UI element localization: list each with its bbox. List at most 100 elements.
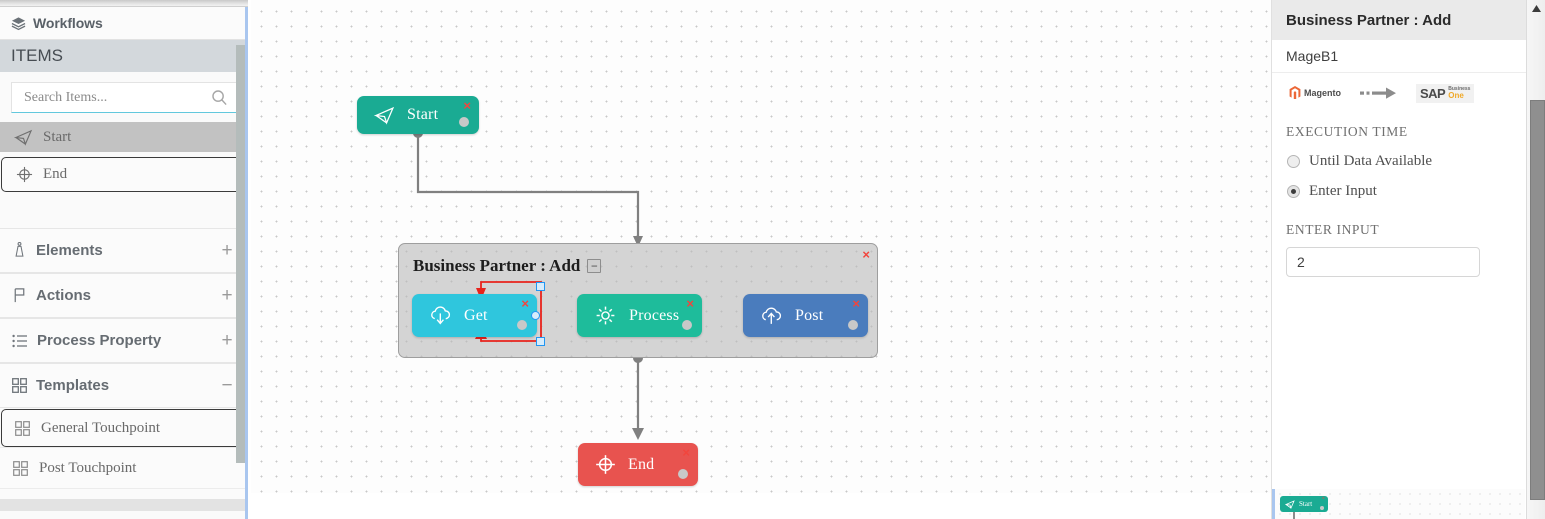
node-process-port[interactable] (682, 320, 692, 330)
page-scrollbar-thumb[interactable] (1530, 100, 1545, 500)
node-process-label: Process (629, 306, 680, 324)
sidebar-section-actions-label: Actions (36, 287, 92, 304)
properties-title: Business Partner : Add (1286, 11, 1452, 29)
start-arrow-icon (1285, 499, 1295, 509)
node-start-port[interactable] (459, 117, 469, 127)
radio-enter-input-label: Enter Input (1309, 183, 1377, 199)
sidebar-section-process-property[interactable]: Process Property + (0, 318, 248, 363)
mini-node-close-icon[interactable]: × (1321, 496, 1325, 502)
sidebar-scrollbar-thumb[interactable] (236, 45, 245, 463)
target-crosshair-icon (595, 454, 616, 475)
sidebar-section-templates[interactable]: Templates − (0, 363, 248, 408)
node-get-port[interactable] (517, 320, 527, 330)
node-end-label: End (628, 455, 655, 473)
sidebar-section-actions[interactable]: Actions + (0, 273, 248, 318)
search-icon[interactable] (211, 89, 228, 111)
search-input[interactable] (12, 83, 187, 112)
radio-until-data-available-input[interactable] (1287, 155, 1300, 168)
integration-logos: Magento SAP Business One (1272, 73, 1526, 113)
sap-business-one-logo: SAP Business One (1416, 83, 1475, 103)
cloud-upload-icon (760, 305, 783, 326)
page-vertical-scrollbar[interactable] (1526, 0, 1545, 519)
node-get-close-icon[interactable]: × (521, 296, 529, 311)
start-arrow-icon (14, 129, 33, 146)
selection-handle-top[interactable] (536, 282, 545, 291)
canvas-bottom-strip (251, 493, 1271, 519)
node-post-close-icon[interactable]: × (852, 296, 860, 311)
scroll-up-arrow-icon[interactable] (1527, 0, 1545, 17)
node-get[interactable]: Get × (412, 294, 537, 337)
sidebar-section-templates-label: Templates (36, 377, 110, 394)
node-post-port[interactable] (848, 320, 858, 330)
flag-icon (12, 287, 27, 304)
sidebar-section-elements-label: Elements (36, 242, 103, 259)
canvas-overflow-strip[interactable]: Start × (1272, 489, 1525, 519)
cloud-download-icon (429, 305, 452, 326)
radio-enter-input-input[interactable] (1287, 185, 1300, 198)
sidebar-spacer (0, 192, 248, 228)
window-top-strip (0, 0, 248, 7)
template-separator (0, 488, 248, 489)
radio-enter-input[interactable]: Enter Input (1272, 183, 1526, 200)
palette-item-start-label: Start (43, 128, 72, 145)
sidebar-section-process-property-toggle[interactable]: + (221, 330, 233, 351)
selection-handle-bottom[interactable] (536, 337, 545, 346)
node-process-close-icon[interactable]: × (686, 296, 694, 311)
node-start-label: Start (407, 106, 439, 123)
sap-logo-text: SAP (1420, 85, 1446, 101)
mini-connector (1293, 512, 1295, 519)
arrow-right-icon (1360, 84, 1400, 102)
properties-subtitle: MageB1 (1272, 40, 1526, 73)
target-crosshair-icon (16, 166, 33, 183)
sidebar-section-process-property-label: Process Property (37, 332, 162, 349)
node-get-label: Get (464, 306, 488, 324)
magento-logo: Magento (1286, 84, 1344, 102)
grid-icon (13, 460, 28, 476)
mini-node-start[interactable]: Start × (1280, 496, 1328, 512)
search-box[interactable] (11, 82, 238, 113)
items-bar: ITEMS (0, 40, 248, 72)
radio-until-data-available-label: Until Data Available (1309, 153, 1433, 169)
sidebar-section-templates-toggle[interactable]: − (221, 375, 233, 396)
workflows-header[interactable]: Workflows (0, 7, 248, 40)
mini-node-port[interactable] (1320, 506, 1324, 510)
sap-business-one-suffix: Business One (1448, 85, 1471, 100)
group-title: Business Partner : Add − (413, 256, 602, 276)
node-end-port[interactable] (678, 469, 688, 479)
sidebar-section-elements[interactable]: Elements + (0, 228, 248, 273)
radio-until-data-available[interactable]: Until Data Available (1272, 153, 1526, 170)
template-item-general-touchpoint[interactable]: General Touchpoint (1, 409, 242, 447)
properties-panel: Business Partner : Add MageB1 Magento (1271, 0, 1526, 519)
palette-item-end[interactable]: End (1, 157, 242, 192)
mini-node-start-label: Start (1299, 500, 1313, 508)
sidebar-section-actions-toggle[interactable]: + (221, 285, 233, 306)
sidebar-section-elements-toggle[interactable]: + (221, 240, 233, 261)
sap-suffix-business: Business (1448, 85, 1471, 92)
magento-logo-text: Magento (1304, 88, 1341, 98)
enter-input-field[interactable] (1286, 247, 1480, 277)
node-end-close-icon[interactable]: × (682, 445, 690, 460)
layers-icon (11, 16, 26, 31)
enter-input-caption: ENTER INPUT (1286, 222, 1380, 237)
node-end[interactable]: End × (578, 443, 698, 486)
template-item-post-touchpoint[interactable]: Post Touchpoint (0, 448, 248, 488)
selection-handle-port[interactable] (531, 311, 540, 320)
gear-icon (594, 304, 617, 327)
node-post-label: Post (795, 306, 824, 324)
node-start-close-icon[interactable]: × (463, 98, 471, 113)
palette-item-start[interactable]: Start (0, 122, 248, 152)
grid-icon (12, 378, 27, 393)
group-collapse-toggle[interactable]: − (587, 259, 602, 273)
sidebar-partial-item[interactable] (0, 499, 248, 511)
workflow-canvas[interactable]: Business Partner : Add − × Star (251, 0, 1271, 519)
template-separator (0, 447, 248, 448)
execution-time-caption: EXECUTION TIME (1286, 124, 1408, 139)
sidebar-bottom-gap (0, 489, 248, 499)
left-sidebar: Workflows ITEMS (0, 7, 248, 519)
start-arrow-icon (374, 106, 395, 125)
group-close-icon[interactable]: × (862, 247, 870, 262)
node-start[interactable]: Start × (357, 96, 479, 134)
node-post[interactable]: Post × (743, 294, 868, 337)
node-process[interactable]: Process × (577, 294, 702, 337)
